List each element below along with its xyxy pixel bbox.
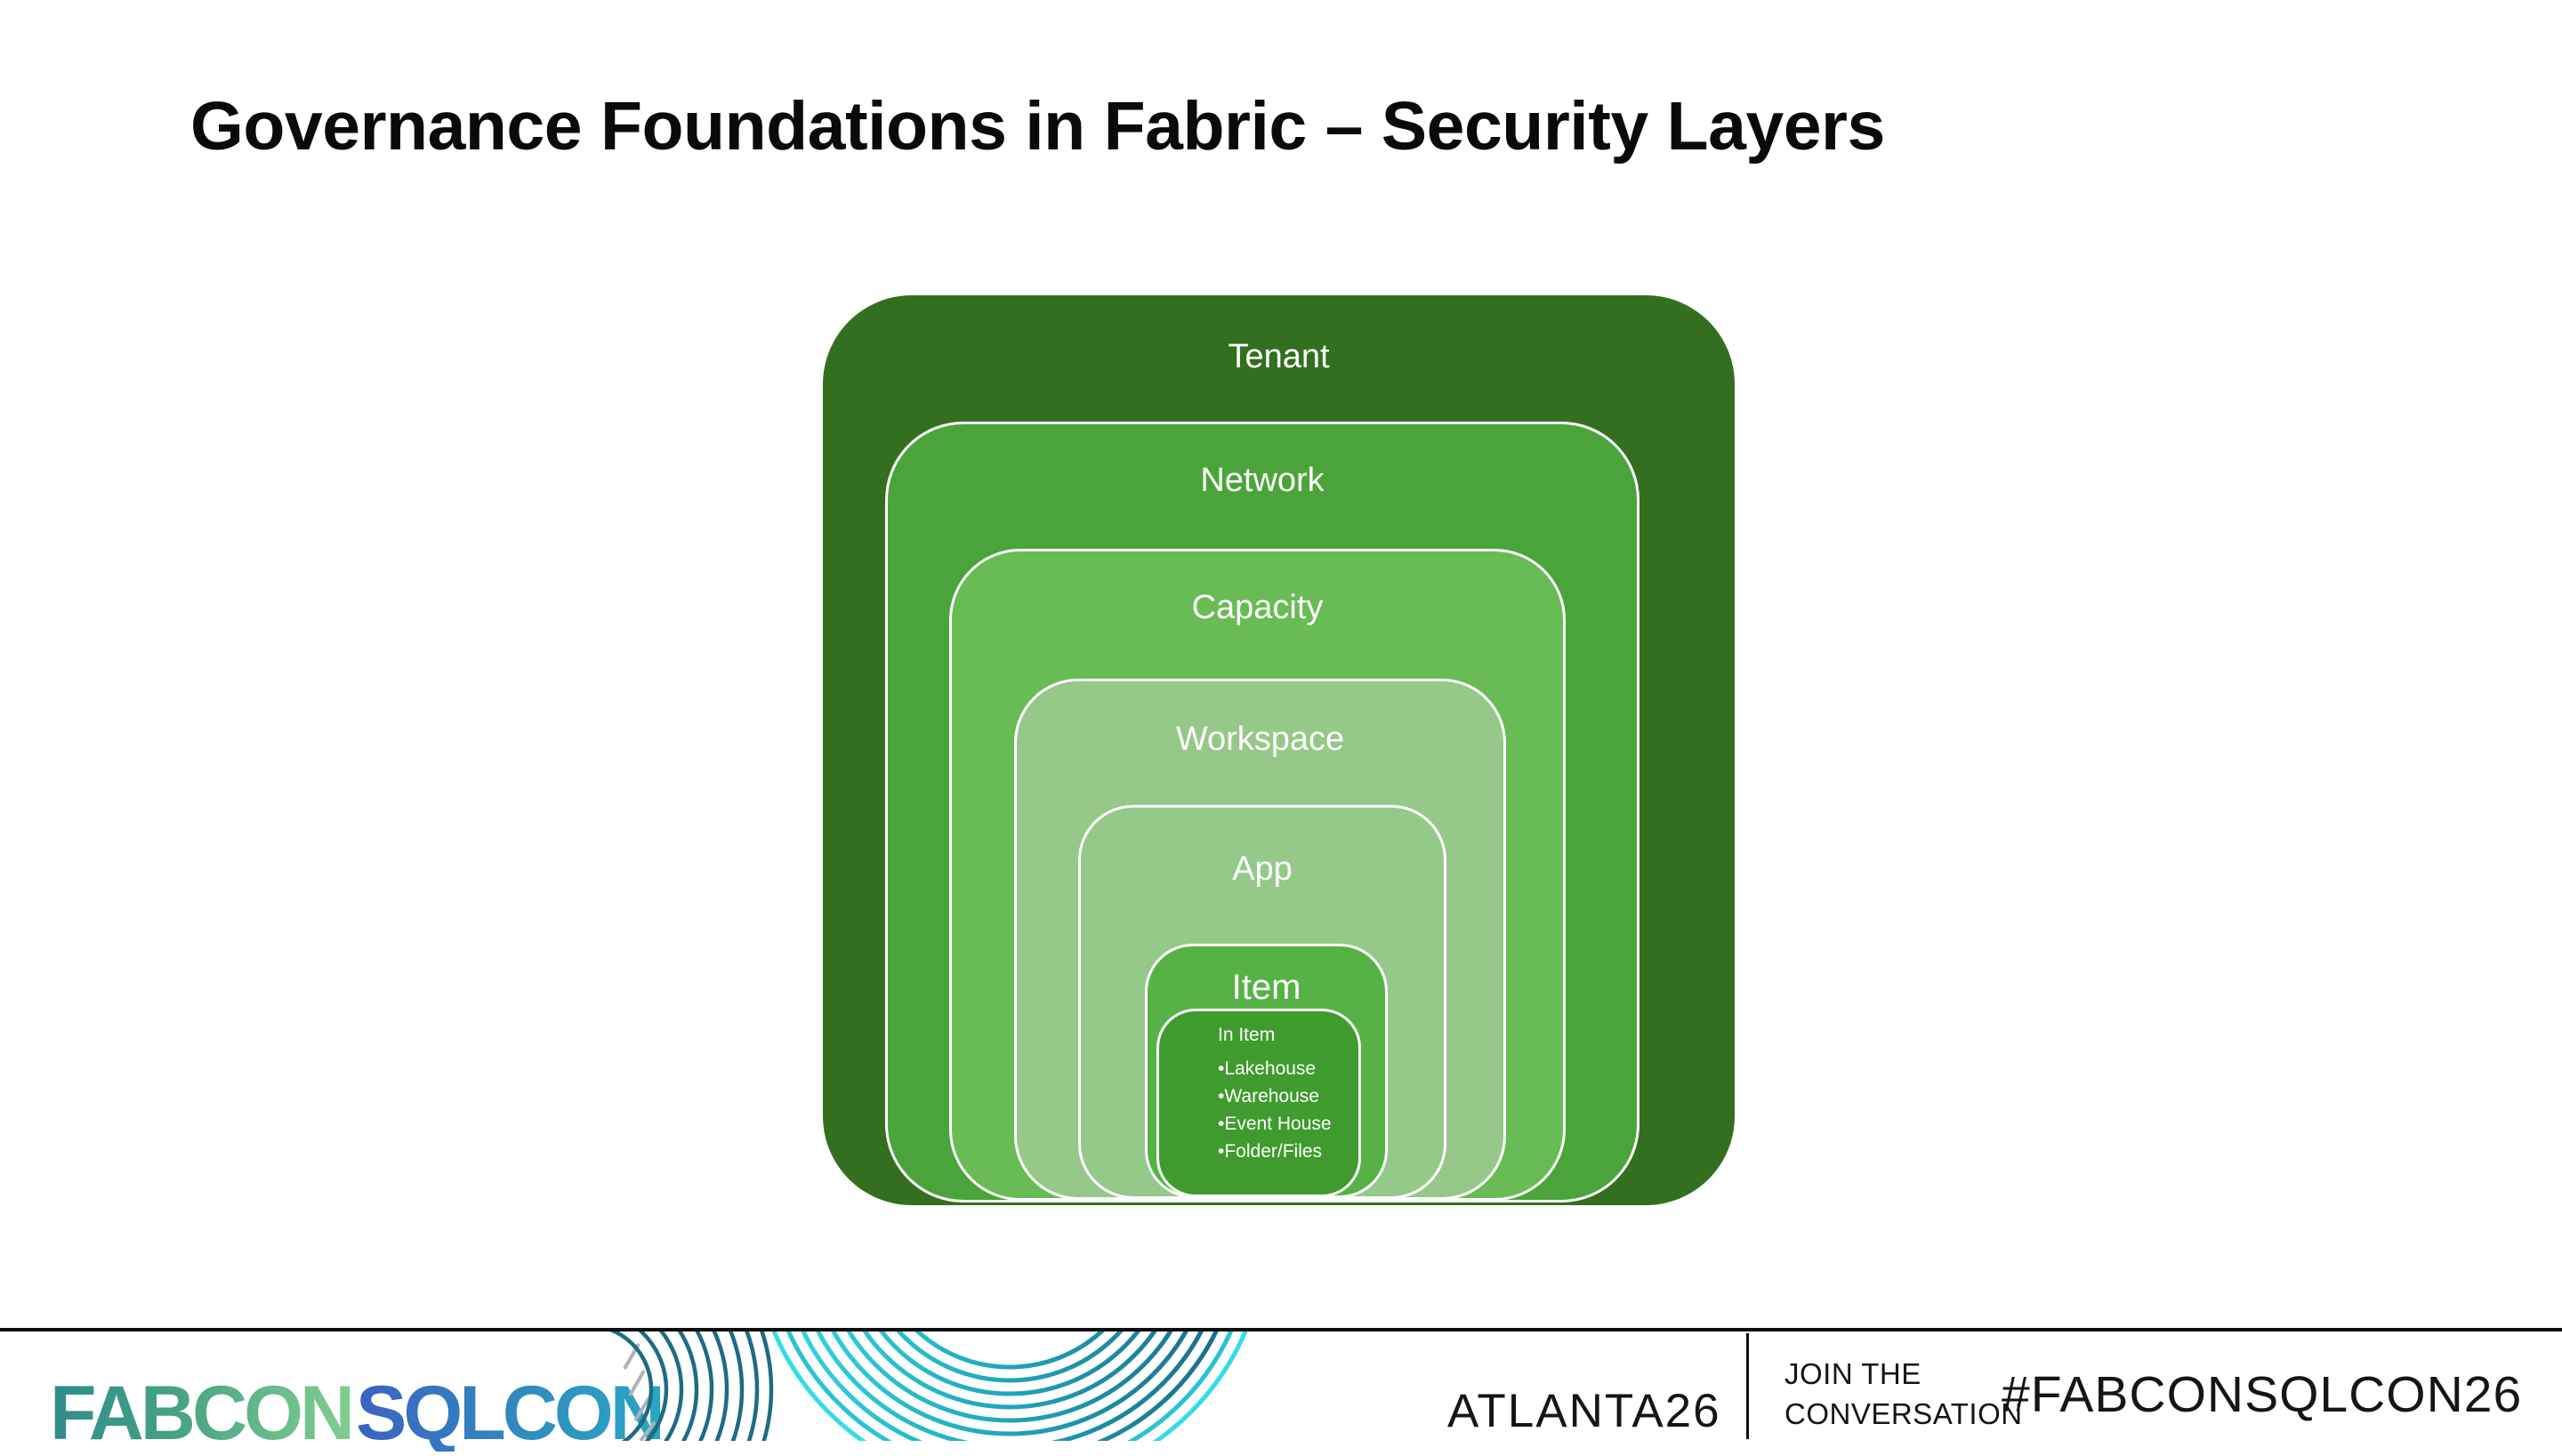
list-item: •Event House [1218,1110,1349,1138]
footer-join-line2: CONVERSATION [1785,1397,2023,1430]
layer-item-label: Item [1231,968,1301,1007]
sqlcon-logo: SQLCON [356,1371,665,1456]
footer-location: ATLANTA26 [1447,1385,1721,1437]
footer-hashtag: #FABCONSQLCON26 [2002,1366,2523,1423]
footer-vertical-divider [1746,1333,1749,1439]
footer-rings-decoration [609,1331,1248,1441]
list-item-label: Lakehouse [1224,1058,1317,1079]
list-item-label: Event House [1224,1114,1332,1134]
in-item-content: In Item •Lakehouse •Warehouse •Event Hou… [1159,1011,1358,1165]
layer-in-item: In Item •Lakehouse •Warehouse •Event Hou… [1156,1009,1361,1197]
bullet-icon: • [1218,1086,1225,1106]
footer-join-text: JOIN THE CONVERSATION [1785,1354,2023,1434]
layer-capacity-label: Capacity [1191,589,1324,626]
large-rings-decoration [801,1331,1219,1441]
bullet-icon: • [1218,1114,1225,1134]
bullet-icon: • [1218,1058,1225,1079]
list-item-label: Warehouse [1224,1086,1319,1106]
list-item: •Folder/Files [1218,1138,1349,1165]
bullet-icon: • [1218,1141,1225,1162]
list-item-label: Folder/Files [1224,1141,1323,1162]
footer-join-line1: JOIN THE [1785,1357,1922,1390]
layer-workspace-label: Workspace [1175,720,1345,758]
fabcon-logo: FABCON [50,1371,355,1456]
layer-tenant-label: Tenant [1228,338,1330,375]
slide-title: Governance Foundations in Fabric – Secur… [190,88,1885,165]
small-rings-decoration [609,1331,774,1441]
footer-divider-rule [0,1328,2562,1331]
in-item-title: In Item [1218,1025,1276,1045]
list-item: •Lakehouse [1218,1055,1349,1082]
in-item-list: •Lakehouse •Warehouse •Event House •Fold… [1218,1055,1349,1165]
list-item: •Warehouse [1218,1082,1349,1110]
layer-app-label: App [1232,850,1293,888]
layer-network-label: Network [1200,462,1325,499]
